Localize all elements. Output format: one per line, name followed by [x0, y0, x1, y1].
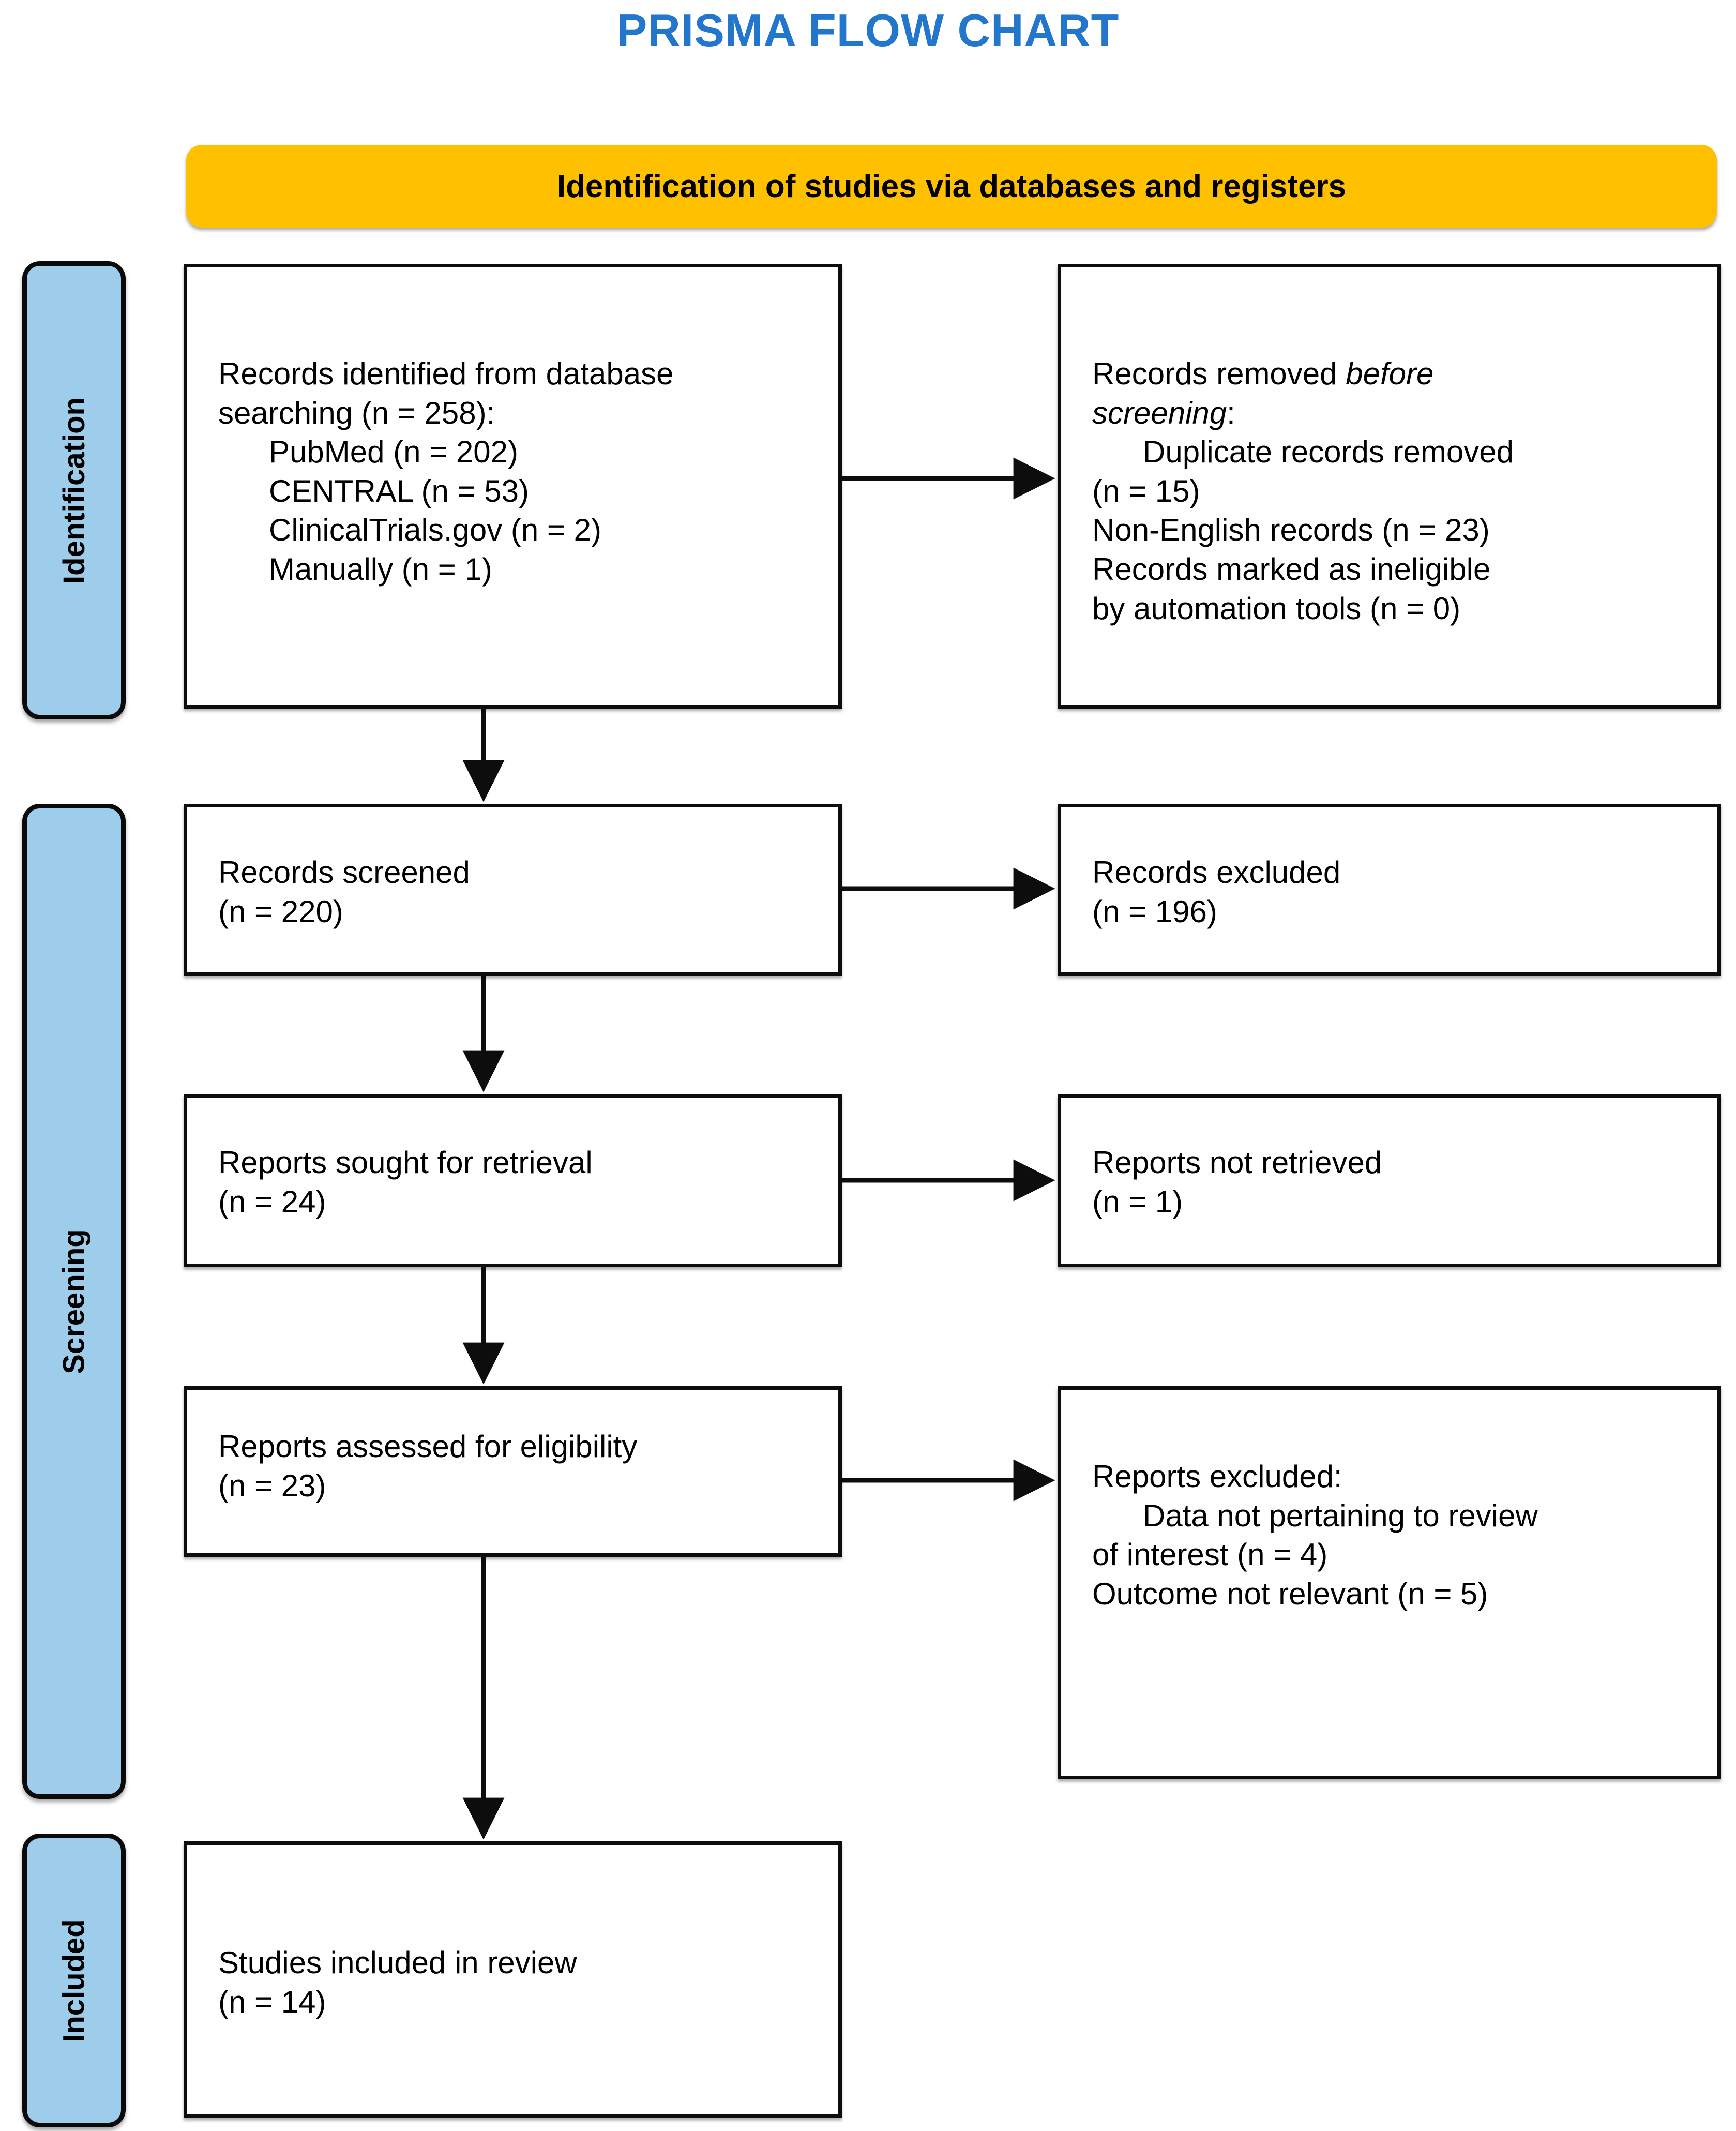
records-removed-item-0: Duplicate records removed	[1143, 434, 1514, 470]
box-records-identified-text: Records identified from database searchin…	[218, 354, 826, 589]
box-reports-sought-text: Reports sought for retrieval (n = 24)	[218, 1143, 826, 1221]
records-removed-item-3: Records marked as ineligible	[1092, 551, 1491, 587]
records-identified-line2: searching (n = 258):	[218, 395, 495, 430]
box-reports-excluded-text: Reports excluded: Data not pertaining to …	[1092, 1457, 1705, 1613]
box-records-identified: Records identified from database searchin…	[184, 264, 842, 709]
stage-bar-included: Included	[22, 1834, 126, 2127]
records-identified-item-0: PubMed (n = 202)	[269, 434, 518, 470]
records-excluded-line1: Records excluded	[1092, 855, 1341, 890]
reports-not-retrieved-line1: Reports not retrieved	[1092, 1145, 1382, 1180]
identification-header-band: Identification of studies via databases …	[186, 145, 1717, 228]
records-excluded-line2: (n = 196)	[1092, 894, 1217, 929]
reports-excluded-item-2: Outcome not relevant (n = 5)	[1092, 1576, 1488, 1611]
identification-header-label: Identification of studies via databases …	[556, 168, 1347, 204]
box-reports-not-retrieved-text: Reports not retrieved (n = 1)	[1092, 1143, 1705, 1221]
records-removed-line1a: Records removed	[1092, 356, 1346, 391]
stage-label-screening: Screening	[57, 1228, 91, 1374]
records-removed-item-1: (n = 15)	[1092, 473, 1200, 508]
studies-included-line2: (n = 14)	[218, 1984, 326, 2019]
reports-sought-line1: Reports sought for retrieval	[218, 1145, 593, 1180]
box-records-excluded-text: Records excluded (n = 196)	[1092, 853, 1705, 931]
records-identified-line1: Records identified from database	[218, 356, 674, 391]
stage-bar-identification: Identification	[22, 261, 126, 719]
box-records-screened: Records screened (n = 220)	[184, 804, 842, 976]
box-records-removed-before-screening: Records removed before screening: Duplicat…	[1058, 264, 1721, 709]
page-title: PRISMA FLOW CHART	[616, 5, 1120, 56]
reports-assessed-line2: (n = 23)	[218, 1468, 326, 1503]
records-screened-line1: Records screened	[218, 855, 470, 890]
records-screened-line2: (n = 220)	[218, 894, 343, 929]
box-reports-assessed-for-eligibility: Reports assessed for eligibility (n = 23)	[184, 1386, 842, 1557]
reports-excluded-item-1: of interest (n = 4)	[1092, 1537, 1328, 1572]
reports-excluded-line1: Reports excluded:	[1092, 1459, 1342, 1494]
stage-label-identification: Identification	[57, 397, 91, 584]
box-reports-not-retrieved: Reports not retrieved (n = 1)	[1058, 1094, 1721, 1267]
records-identified-item-3: Manually (n = 1)	[269, 551, 492, 587]
stage-bar-screening: Screening	[22, 804, 126, 1799]
box-studies-included-in-review: Studies included in review (n = 14)	[184, 1841, 842, 2118]
stage-label-included: Included	[57, 1918, 91, 2043]
box-records-excluded: Records excluded (n = 196)	[1058, 804, 1721, 976]
box-reports-excluded: Reports excluded: Data not pertaining to …	[1058, 1386, 1721, 1779]
box-reports-sought-for-retrieval: Reports sought for retrieval (n = 24)	[184, 1094, 842, 1267]
reports-sought-line2: (n = 24)	[218, 1184, 326, 1219]
box-reports-assessed-text: Reports assessed for eligibility (n = 23)	[218, 1427, 826, 1505]
records-identified-item-2: ClinicalTrials.gov (n = 2)	[269, 513, 601, 548]
records-removed-before-italic: before	[1346, 356, 1434, 391]
box-records-removed-text: Records removed before screening: Duplicat…	[1092, 354, 1705, 628]
studies-included-line1: Studies included in review	[218, 1945, 577, 1980]
records-removed-colon: :	[1227, 395, 1235, 430]
records-identified-item-1: CENTRAL (n = 53)	[269, 473, 529, 508]
reports-excluded-item-0: Data not pertaining to review	[1143, 1498, 1538, 1533]
box-studies-included-text: Studies included in review (n = 14)	[218, 1943, 826, 2021]
records-removed-item-2: Non-English records (n = 23)	[1092, 513, 1490, 548]
reports-assessed-line1: Reports assessed for eligibility	[218, 1429, 638, 1464]
records-removed-item-4: by automation tools (n = 0)	[1092, 591, 1461, 626]
box-records-screened-text: Records screened (n = 220)	[218, 853, 826, 931]
records-removed-screening-italic: screening	[1092, 395, 1227, 430]
reports-not-retrieved-line2: (n = 1)	[1092, 1184, 1183, 1219]
